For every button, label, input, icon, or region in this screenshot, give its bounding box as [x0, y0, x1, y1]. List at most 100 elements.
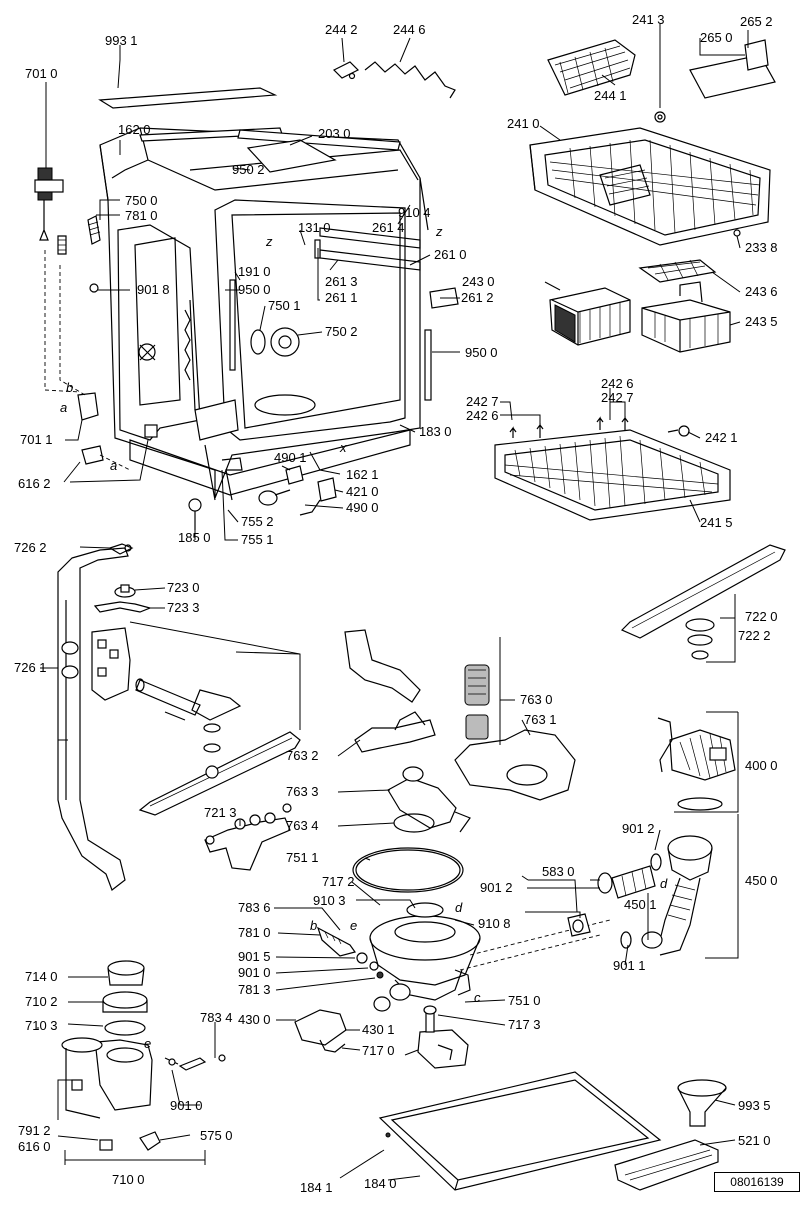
part-label: 261 0 [434, 247, 467, 262]
left-small-parts-drawing [34, 167, 243, 530]
document-id-box: 08016139 [714, 1172, 800, 1192]
part-label: 763 4 [286, 818, 319, 833]
part-label: 184 1 [300, 1180, 333, 1195]
part-label: 261 1 [325, 290, 358, 305]
part-label: 781 0 [125, 208, 158, 223]
part-label: 265 2 [740, 14, 773, 29]
part-label: 763 0 [520, 692, 553, 707]
letter-mark: d [660, 876, 668, 891]
part-label: 233 8 [745, 240, 778, 255]
part-label: 950 0 [238, 282, 271, 297]
letter-mark: c [474, 990, 481, 1005]
part-label: 750 0 [125, 193, 158, 208]
part-label: 243 5 [745, 314, 778, 329]
part-label: 583 0 [542, 864, 575, 879]
part-label: 901 0 [170, 1098, 203, 1113]
part-label: 203 0 [318, 126, 351, 141]
tub-frame-drawing [98, 87, 459, 501]
part-label: 726 2 [14, 540, 47, 555]
part-label: 791 2 [18, 1123, 51, 1138]
part-label: 701 1 [20, 432, 53, 447]
part-label: 242 7 [466, 394, 499, 409]
part-label: 763 1 [524, 712, 557, 727]
part-label: 901 5 [238, 949, 271, 964]
part-label: 722 2 [738, 628, 771, 643]
upper-small-parts-drawing [547, 39, 776, 123]
part-label: 242 6 [601, 376, 634, 391]
sump-drawing [294, 902, 611, 1069]
part-label: 901 0 [238, 965, 271, 980]
part-label: 242 7 [601, 390, 634, 405]
part-label: 750 2 [325, 324, 358, 339]
upper-basket-drawing [529, 127, 771, 246]
part-label: 901 2 [622, 821, 655, 836]
part-label: 162 1 [346, 467, 379, 482]
part-label: 241 3 [632, 12, 665, 27]
part-label: 241 5 [700, 515, 733, 530]
part-label: 910 3 [313, 893, 346, 908]
part-label: 751 1 [286, 850, 319, 865]
part-label: 261 4 [372, 220, 405, 235]
part-label: 450 0 [745, 873, 778, 888]
part-label: 241 0 [507, 116, 540, 131]
part-label: 490 0 [346, 500, 379, 515]
part-label: 421 0 [346, 484, 379, 499]
part-label: 751 0 [508, 993, 541, 1008]
leader-lines [37, 24, 749, 1181]
part-label: 755 1 [241, 532, 274, 547]
part-label: 763 3 [286, 784, 319, 799]
letter-mark: a [60, 400, 67, 415]
part-label: 400 0 [745, 758, 778, 773]
part-label: 242 1 [705, 430, 738, 445]
part-label: 243 0 [462, 274, 495, 289]
part-label: 261 2 [461, 290, 494, 305]
heater-duct-drawing [567, 717, 736, 956]
part-label: 901 1 [613, 958, 646, 973]
part-label: 162 0 [118, 122, 151, 137]
part-label: 901 2 [480, 880, 513, 895]
part-label: 244 6 [393, 22, 426, 37]
letter-mark: d [455, 900, 463, 915]
part-label: 901 8 [137, 282, 170, 297]
part-label: 717 3 [508, 1017, 541, 1032]
part-label: 723 3 [167, 600, 200, 615]
part-label: 450 1 [624, 897, 657, 912]
part-label: 750 1 [268, 298, 301, 313]
part-label: 131 0 [298, 220, 331, 235]
letter-mark: z [435, 224, 443, 239]
cutlery-baskets-drawing [549, 259, 731, 353]
part-label: 993 5 [738, 1098, 771, 1113]
part-label: 783 6 [238, 900, 271, 915]
part-label: 575 0 [200, 1128, 233, 1143]
rail-clips-drawing [332, 61, 456, 99]
filter-assembly-drawing [344, 629, 576, 893]
letter-mark: z [265, 234, 273, 249]
part-label: 781 0 [238, 925, 271, 940]
part-label: 710 0 [112, 1172, 145, 1187]
part-label: 710 3 [25, 1018, 58, 1033]
part-label: 781 3 [238, 982, 271, 997]
part-label: 261 3 [325, 274, 358, 289]
part-label: 993 1 [105, 33, 138, 48]
part-label: 950 2 [232, 162, 265, 177]
part-label: 910 8 [478, 916, 511, 931]
part-label: 721 3 [204, 805, 237, 820]
spray-pipe-drawing [57, 543, 134, 891]
upper-spray-arm-drawing [91, 584, 301, 816]
base-panel-drawing [378, 1071, 727, 1191]
part-label: 722 0 [745, 609, 778, 624]
part-label: 490 1 [274, 450, 307, 465]
part-label: 950 0 [465, 345, 498, 360]
part-label: 183 0 [419, 424, 452, 439]
part-label: 430 0 [238, 1012, 271, 1027]
part-label: 521 0 [738, 1133, 771, 1148]
part-label: 244 1 [594, 88, 627, 103]
letter-mark: e [144, 1036, 151, 1051]
part-label: 783 4 [200, 1010, 233, 1025]
part-label: 701 0 [25, 66, 58, 81]
part-label: 242 6 [466, 408, 499, 423]
letter-mark: b [66, 380, 73, 395]
part-label: 243 6 [745, 284, 778, 299]
part-label: 717 0 [362, 1043, 395, 1058]
